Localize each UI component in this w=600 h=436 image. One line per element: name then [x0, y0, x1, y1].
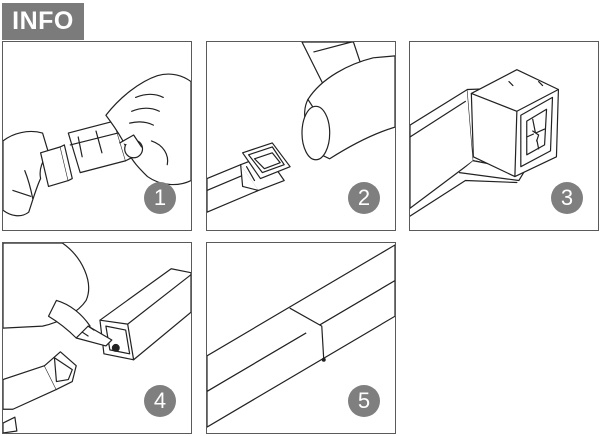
step-number-badge: 3: [551, 182, 583, 214]
step-5-panel: 5: [206, 242, 396, 434]
connector-seated-in-profile-illustration: [410, 42, 598, 230]
step-4-panel: 4: [2, 242, 192, 434]
step-number-badge: 4: [144, 385, 176, 417]
step-2-panel: 2: [206, 41, 396, 231]
info-header-tab: INFO: [2, 3, 84, 40]
mallet-tapping-profile-illustration: [207, 42, 395, 230]
step-number-badge: 1: [144, 182, 176, 214]
step-3-panel: 3: [409, 41, 599, 231]
hands-inserting-connector-illustration: [3, 42, 191, 230]
glue-bottle-applying-drop-illustration: [3, 243, 191, 433]
joined-profiles-illustration: [207, 243, 395, 433]
info-header-label: INFO: [12, 7, 74, 35]
step-number-badge: 5: [348, 385, 380, 417]
step-1-panel: 1: [2, 41, 192, 231]
step-number-badge: 2: [348, 182, 380, 214]
